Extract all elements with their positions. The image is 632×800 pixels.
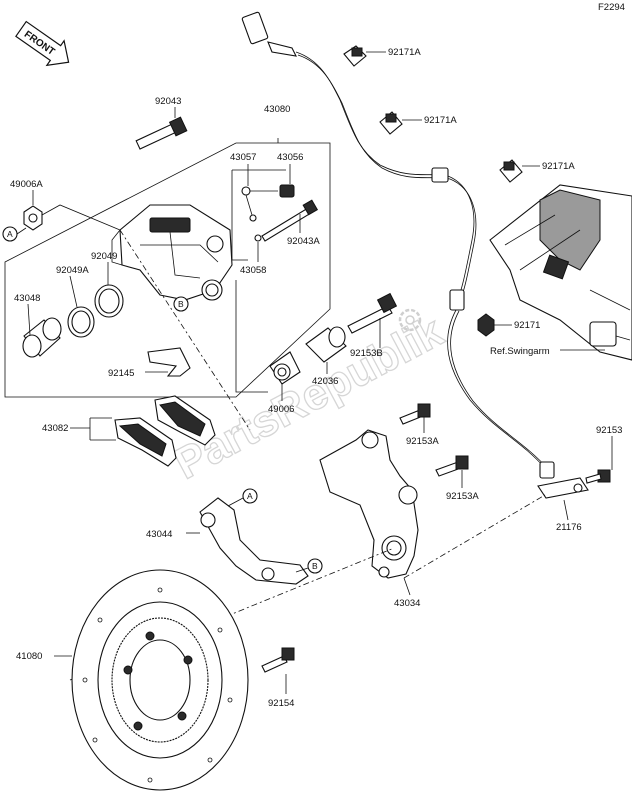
label-43058: 43058 <box>240 265 266 276</box>
label-92153b: 92153B <box>350 348 383 359</box>
label-43048: 43048 <box>14 293 40 304</box>
watermark-gear-icon <box>398 308 422 332</box>
callout-b-bracket: B <box>295 558 323 574</box>
abs-sensor-wire <box>241 11 555 479</box>
abs-sensor-21176 <box>537 477 589 521</box>
bolt-92153a-1 <box>399 403 431 433</box>
label-92153a-2: 92153A <box>446 491 479 502</box>
caliper-body <box>111 204 233 301</box>
nut-49006a <box>23 190 43 231</box>
svg-text:A: A <box>247 491 253 501</box>
label-92049: 92049 <box>91 251 117 262</box>
clamp-92171a-3 <box>499 159 540 183</box>
label-43080: 43080 <box>264 104 290 115</box>
label-92049a: 92049A <box>56 265 89 276</box>
label-92043a: 92043A <box>287 236 320 247</box>
front-arrow-icon: FRONT <box>15 20 70 67</box>
label-49006: 49006 <box>268 404 294 415</box>
label-92043: 92043 <box>155 96 181 107</box>
svg-text:A: A <box>7 229 13 239</box>
label-92154: 92154 <box>268 698 294 709</box>
caliper-bracket-43044 <box>186 497 309 585</box>
callout-a-left: A <box>2 226 27 242</box>
seal-92049 <box>94 262 124 318</box>
callout-b-caliper: B <box>173 296 189 312</box>
sleeve-42036 <box>305 326 347 374</box>
svg-text:B: B <box>178 299 184 309</box>
boot-49006 <box>269 351 301 401</box>
label-43056: 43056 <box>277 152 303 163</box>
bracket-43034 <box>319 429 419 596</box>
label-41080: 41080 <box>16 651 42 662</box>
label-92171a-1: 92171A <box>388 47 421 58</box>
label-43044: 43044 <box>146 529 172 540</box>
bolt-92154 <box>261 647 295 694</box>
clip-92145 <box>145 347 191 377</box>
bolt-92043 <box>135 107 188 150</box>
seal-92049a <box>67 275 95 338</box>
label-92171a-2: 92171A <box>424 115 457 126</box>
brake-disc-41080 <box>54 569 249 791</box>
swingarm-reference <box>489 184 632 361</box>
cap-43056 <box>279 164 295 198</box>
caliper-assembly-box <box>4 138 331 398</box>
label-92171: 92171 <box>514 320 540 331</box>
pin-43058 <box>254 234 262 262</box>
label-43034: 43034 <box>394 598 420 609</box>
nut-92171 <box>477 313 512 337</box>
watermark: PartsRepublik <box>167 306 452 488</box>
brake-pads-43082 <box>70 395 216 467</box>
label-43082: 43082 <box>42 423 68 434</box>
piston-43048 <box>22 303 62 358</box>
bolt-92153a-2 <box>435 455 469 488</box>
bolt-92153 <box>585 436 613 484</box>
label-92153a-1: 92153A <box>406 436 439 447</box>
pin-92043a <box>261 199 319 242</box>
clamp-92171a-1 <box>343 45 386 67</box>
label-92153: 92153 <box>596 425 622 436</box>
clamp-92171a-2 <box>379 111 422 135</box>
svg-text:B: B <box>312 561 318 571</box>
label-92145: 92145 <box>108 368 134 379</box>
label-43057: 43057 <box>230 152 256 163</box>
callout-a-bracket: A <box>227 488 258 507</box>
bolt-92153b <box>347 292 398 348</box>
label-ref-swingarm: Ref.Swingarm <box>490 346 550 357</box>
label-21176: 21176 <box>556 522 582 533</box>
label-92171a-3: 92171A <box>542 161 575 172</box>
label-49006a: 49006A <box>10 179 43 190</box>
label-42036: 42036 <box>312 376 338 387</box>
bleed-nipple-43057 <box>241 164 278 222</box>
figure-code: F2294 <box>598 2 625 13</box>
